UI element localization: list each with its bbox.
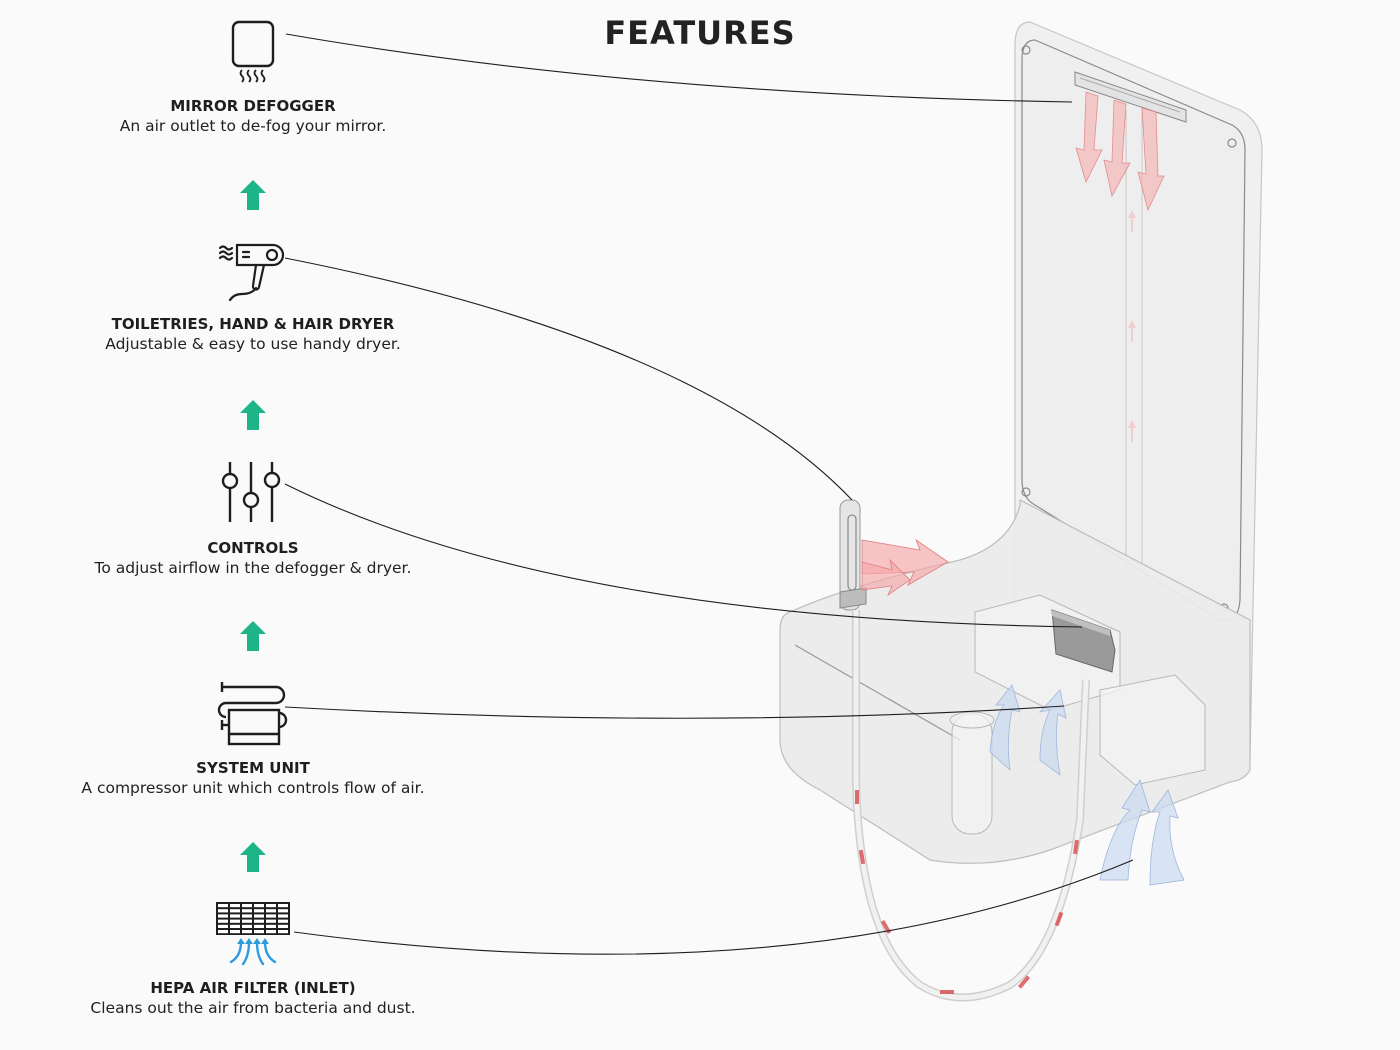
flow-arrow-up-icon — [240, 180, 266, 210]
filter-cell — [254, 904, 264, 908]
filter-cell — [266, 914, 276, 918]
flow-arrow-up-icon — [240, 400, 266, 430]
leader-line-mirror-defogger — [285, 33, 1073, 103]
leader-line-controls — [284, 483, 1083, 628]
mirror-steam-icon — [231, 20, 275, 83]
feature-description: Cleans out the air from bacteria and dus… — [90, 999, 416, 1017]
filter-cell — [242, 919, 252, 923]
filter-cell — [242, 930, 252, 934]
filter-cell — [278, 919, 288, 923]
dryer-nozzle — [839, 499, 867, 611]
filter-cell — [218, 924, 228, 928]
filter-cell — [278, 930, 288, 934]
air-hose — [852, 610, 1090, 1002]
filter-cell — [266, 919, 276, 923]
feature-title: MIRROR DEFOGGER — [170, 97, 336, 115]
air-filter-icon — [216, 902, 290, 966]
flow-arrow-up-icon — [240, 621, 266, 651]
filter-cell — [230, 930, 240, 934]
filter-cell — [278, 909, 288, 913]
filter-cell — [278, 904, 288, 908]
filter-cell — [242, 914, 252, 918]
filter-cell — [218, 914, 228, 918]
filter-cell — [242, 909, 252, 913]
dryer-airflow-arrows — [861, 538, 949, 597]
filter-cell — [266, 909, 276, 913]
filter-cell — [254, 919, 264, 923]
feature-controls: CONTROLS To adjust airflow in the defogg… — [40, 460, 466, 579]
controls-module — [1051, 609, 1116, 673]
leader-lines — [284, 33, 1134, 955]
feature-title: HEPA AIR FILTER (INLET) — [150, 979, 356, 997]
leader-line-hepa-filter — [293, 859, 1134, 955]
filter-cell — [278, 914, 288, 918]
filter-cell — [254, 930, 264, 934]
filter-cell — [230, 909, 240, 913]
leader-line-hair-dryer — [284, 257, 853, 501]
inlet-airflow-arrows — [989, 684, 1185, 886]
defogger-vent — [1074, 71, 1187, 123]
filter-cell — [242, 924, 252, 928]
filter-cell — [254, 924, 264, 928]
filter-cell — [230, 914, 240, 918]
filter-cell — [266, 930, 276, 934]
leader-line-system-unit — [284, 705, 1065, 719]
hair-dryer-icon — [218, 243, 285, 302]
filter-cell — [254, 909, 264, 913]
feature-description: An air outlet to de-fog your mirror. — [119, 117, 387, 135]
page-title: FEATURES — [604, 14, 796, 52]
filter-cell — [218, 909, 228, 913]
defogger-airflow-arrows — [1075, 91, 1165, 212]
filter-cell — [218, 904, 228, 908]
filter-cell — [266, 924, 276, 928]
filter-cell — [230, 924, 240, 928]
flow-arrow-up-icon — [240, 842, 266, 872]
feature-title: TOILETRIES, HAND & HAIR DRYER — [111, 315, 395, 333]
filter-cell — [230, 904, 240, 908]
filter-cell — [254, 914, 264, 918]
feature-hepa-filter: HEPA AIR FILTER (INLET) Cleans out the a… — [40, 900, 466, 1019]
feature-system-unit: SYSTEM UNIT A compressor unit which cont… — [40, 680, 466, 799]
filter-cell — [266, 904, 276, 908]
feature-description: Adjustable & easy to use handy dryer. — [105, 335, 401, 353]
feature-mirror-defogger: MIRROR DEFOGGER An air outlet to de-fog … — [40, 18, 466, 137]
filter-cell — [218, 919, 228, 923]
feature-title: SYSTEM UNIT — [196, 759, 310, 777]
feature-description: A compressor unit which controls flow of… — [81, 779, 425, 797]
filter-cell — [242, 904, 252, 908]
feature-title: CONTROLS — [207, 539, 299, 557]
hose-flow-markers — [855, 790, 1079, 994]
filter-cell — [218, 930, 228, 934]
filter-cell — [230, 919, 240, 923]
filter-cell — [278, 924, 288, 928]
feature-hair-dryer: TOILETRIES, HAND & HAIR DRYER Adjustable… — [40, 240, 466, 355]
sliders-icon — [221, 462, 281, 522]
feature-description: To adjust airflow in the defogger & drye… — [94, 559, 412, 577]
compressor-unit-icon — [217, 682, 288, 746]
